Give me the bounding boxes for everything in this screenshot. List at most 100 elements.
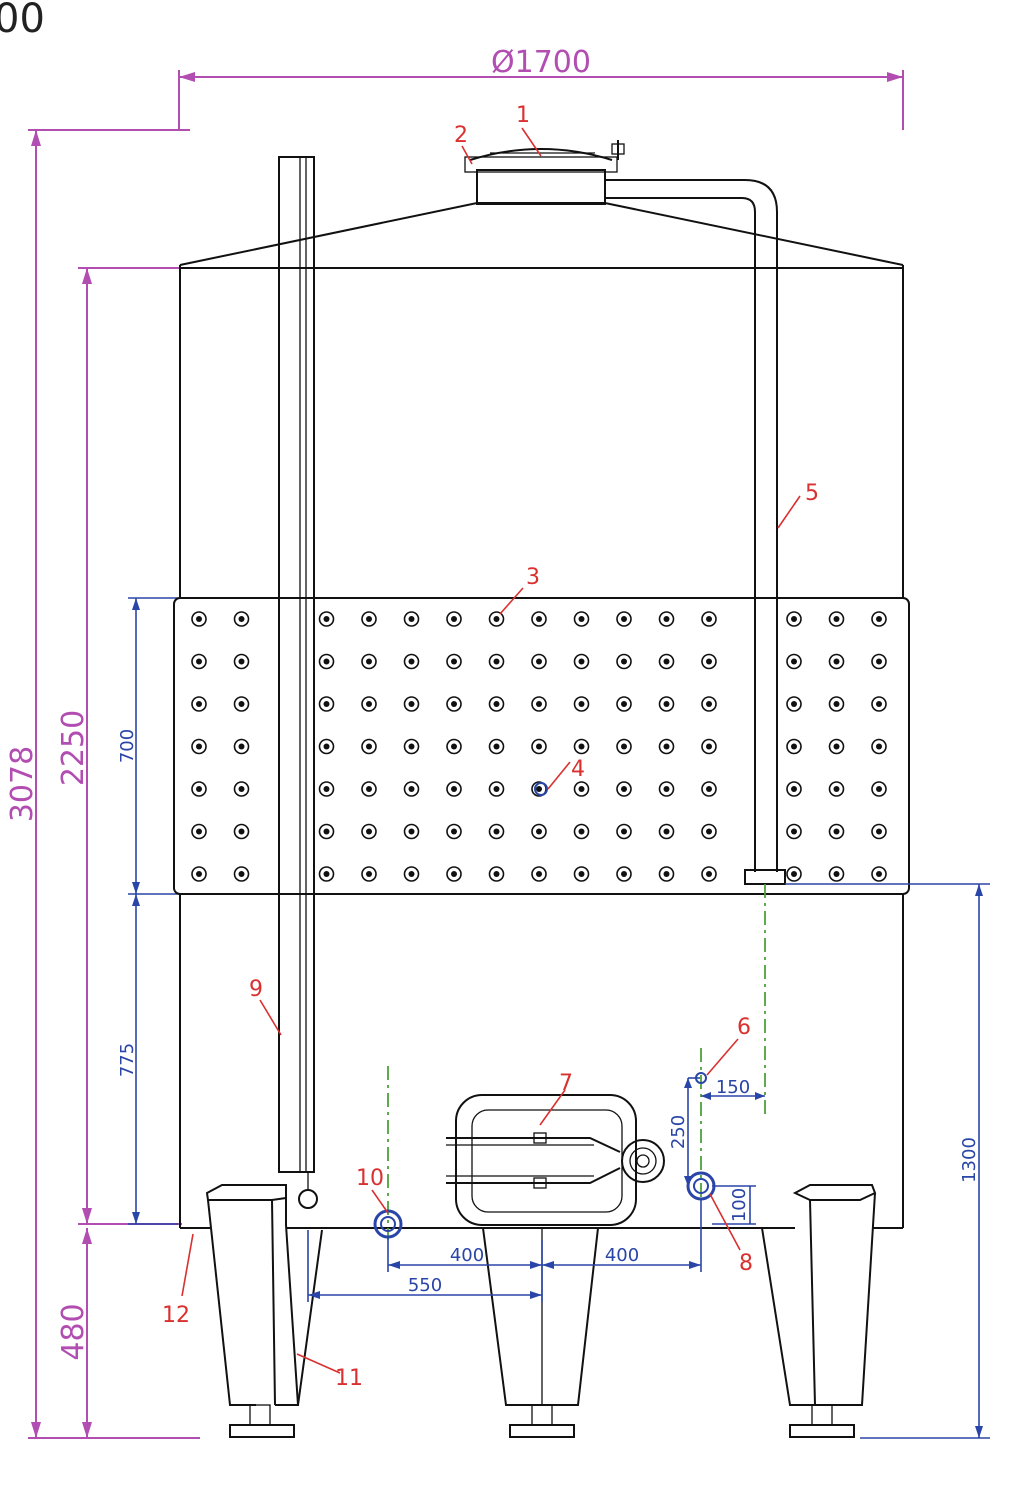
dimple-center: [536, 658, 542, 665]
dimple: [403, 781, 420, 797]
dimple-center: [578, 871, 585, 877]
dimple-center: [366, 658, 372, 665]
dimple-center: [196, 658, 202, 665]
height-dimensions: 3078 2250 480 700 775: [5, 129, 220, 1439]
dimple-center: [323, 701, 330, 707]
dimple-center: [876, 871, 882, 877]
dimple: [701, 738, 717, 755]
dimple: [786, 611, 802, 627]
dimple-center: [238, 743, 245, 750]
dimple-center: [323, 658, 330, 665]
dimple: [786, 738, 802, 755]
dimple: [701, 781, 717, 797]
dimple-center: [196, 701, 202, 707]
diameter-dimension: Ø1700: [178, 45, 904, 130]
dimple-center: [833, 871, 840, 877]
dimple-center: [408, 658, 415, 665]
jacket-to-bottom-label: 775: [117, 1043, 138, 1077]
dimple: [871, 823, 887, 840]
dimple: [446, 611, 462, 627]
legs: [205, 1184, 877, 1438]
dimple-center: [366, 616, 372, 622]
dimple: [871, 781, 887, 797]
dimple: [871, 866, 887, 882]
dimple-center: [876, 786, 882, 792]
dimple: [701, 696, 717, 712]
dimple-center: [578, 701, 585, 707]
dimple-center: [663, 616, 670, 622]
dimple-center: [621, 743, 627, 750]
dimple-center: [451, 871, 457, 877]
dimple: [573, 866, 590, 882]
dimple: [701, 866, 717, 882]
dimple: [446, 738, 462, 755]
dimple-center: [493, 786, 500, 792]
dimple-center: [578, 616, 585, 622]
dimple-center: [833, 743, 840, 750]
dimple-center: [451, 616, 457, 622]
dimple: [446, 823, 462, 840]
dimple-center: [408, 871, 415, 877]
callout-2: 2: [454, 123, 468, 148]
dimple-center: [238, 701, 245, 707]
dimple: [658, 696, 675, 712]
dimple-center: [663, 743, 670, 750]
dimple-center: [238, 616, 245, 622]
dimple: [318, 823, 335, 840]
dimple: [191, 738, 207, 755]
dimple-center: [493, 871, 500, 877]
dimple-center: [663, 786, 670, 792]
dimple: [871, 696, 887, 712]
dimple-center: [791, 701, 797, 707]
dimple: [871, 653, 887, 670]
dimple-center: [323, 616, 330, 622]
dimple: [446, 781, 462, 797]
dimple: [488, 738, 505, 755]
dim-1300: 1300: [959, 1137, 980, 1183]
dimple-center: [791, 786, 797, 792]
dimple-center: [833, 786, 840, 792]
dimple: [616, 823, 632, 840]
dimple-center: [323, 786, 330, 792]
outlets: [373, 1048, 716, 1240]
front-door: [446, 1094, 665, 1226]
dimple-center: [536, 701, 542, 707]
level-tube: [278, 156, 318, 1209]
dimple-center: [451, 658, 457, 665]
callout-9: 9: [249, 977, 263, 1002]
dimple: [658, 823, 675, 840]
dimple-center: [621, 871, 627, 877]
dimple: [403, 696, 420, 712]
dimple: [488, 823, 505, 840]
dimple: [616, 696, 632, 712]
dimple: [446, 696, 462, 712]
dim-100: 100: [729, 1188, 750, 1222]
dimple: [361, 781, 377, 797]
dimple: [403, 823, 420, 840]
dimple-center: [536, 871, 542, 877]
dimple-center: [663, 701, 670, 707]
dimple: [786, 653, 802, 670]
dimple-center: [238, 786, 245, 792]
dimple: [573, 611, 590, 627]
dimple: [361, 611, 377, 627]
dimple-center: [706, 701, 712, 707]
dimple-center: [323, 871, 330, 877]
dimple: [233, 738, 250, 755]
dimple: [233, 823, 250, 840]
dimple: [191, 611, 207, 627]
dimple: [403, 653, 420, 670]
dimple-center: [451, 786, 457, 792]
callout-7: 7: [559, 1071, 573, 1096]
dimple: [871, 738, 887, 755]
dimple: [191, 653, 207, 670]
dim-400-right: 400: [605, 1245, 639, 1266]
callout-1: 1: [516, 103, 530, 128]
dimple-center: [451, 743, 457, 750]
dimple-center: [876, 743, 882, 750]
dimple-center: [408, 616, 415, 622]
dimple: [318, 866, 335, 882]
dimple: [828, 653, 845, 670]
dimple: [318, 696, 335, 712]
